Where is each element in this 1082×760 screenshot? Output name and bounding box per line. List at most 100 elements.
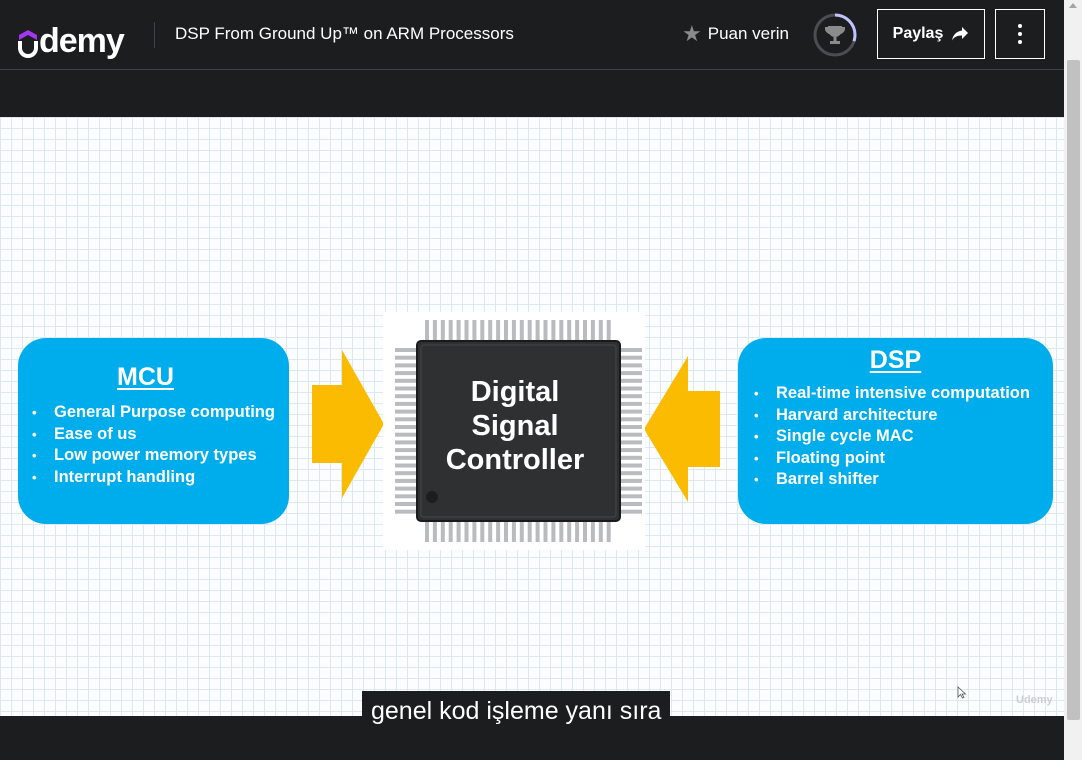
share-arrow-icon <box>952 27 969 41</box>
chip-pin <box>395 386 416 391</box>
chip-pin <box>621 409 642 414</box>
right-arrow-icon <box>312 350 384 498</box>
chip-pin <box>395 363 416 368</box>
chip-pin <box>621 417 642 422</box>
dsp-item: Single cycle MAC <box>754 426 1030 448</box>
chip-pin <box>395 425 416 429</box>
mcu-item: Low power memory types <box>32 445 275 467</box>
chip-pin <box>535 320 540 340</box>
chip-pin <box>621 509 642 514</box>
chip-pin <box>472 320 477 340</box>
chip-pin <box>395 494 416 499</box>
chip-pin <box>527 522 532 542</box>
udemy-watermark: Udemy <box>1016 694 1053 706</box>
chip-pin <box>559 522 564 542</box>
chip-pin <box>575 320 580 340</box>
chip-pin <box>395 378 416 383</box>
chip-pin <box>621 394 642 399</box>
more-options-button[interactable] <box>995 9 1045 59</box>
chip-pin <box>598 522 603 542</box>
share-button[interactable]: Paylaş <box>877 9 985 59</box>
chip-pin <box>456 320 461 340</box>
chip-pin <box>606 320 611 340</box>
chip-pin <box>480 522 485 542</box>
chip-pin <box>621 486 642 491</box>
mcu-item: General Purpose computing <box>32 402 275 424</box>
video-player[interactable]: MCU General Purpose computing Ease of us… <box>0 117 1064 716</box>
chip-pin <box>621 355 642 360</box>
chip-pin <box>621 494 642 499</box>
chip-pin <box>621 386 642 391</box>
dsp-item: Barrel shifter <box>754 469 1030 491</box>
chip-pin <box>590 320 595 340</box>
chip-pin <box>488 320 493 340</box>
chip-pin <box>621 455 642 460</box>
chip-label: Digital Signal Controller <box>385 375 645 477</box>
chip-pin <box>496 522 501 542</box>
share-label: Paylaş <box>892 25 944 42</box>
chip-pin <box>395 432 416 437</box>
chip-pin <box>621 448 642 453</box>
chip-image <box>383 312 645 550</box>
chip-pin <box>456 522 461 542</box>
chip-pin <box>621 463 642 468</box>
scroll-thumb[interactable] <box>1067 60 1080 720</box>
chip-pin <box>496 320 501 340</box>
logo-hat-icon <box>19 30 37 40</box>
chip-pin <box>440 320 445 340</box>
course-title[interactable]: DSP From Ground Up™ on ARM Processors <box>175 24 514 43</box>
rate-label: Puan verin <box>707 24 790 43</box>
mcu-title: MCU <box>117 363 174 391</box>
chip-pin <box>535 522 540 542</box>
chip-pin <box>583 522 587 542</box>
mcu-list: General Purpose computing Ease of us Low… <box>32 402 275 488</box>
chip-pin <box>559 320 564 340</box>
dsp-title: DSP <box>869 346 922 374</box>
scroll-up-icon[interactable] <box>1069 3 1077 8</box>
chip-pin <box>395 478 416 483</box>
chip-pin <box>621 502 642 506</box>
chip-pin <box>621 348 642 352</box>
chip-pin <box>583 320 587 340</box>
chip-pin <box>511 320 516 340</box>
chip-pin <box>504 522 508 542</box>
dsp-item: Floating point <box>754 448 1030 470</box>
progress-trophy[interactable] <box>812 12 858 58</box>
udemy-logo[interactable]: udemy demy <box>18 12 125 58</box>
dsp-list: Real-time intensive computation Harvard … <box>754 383 1030 491</box>
chip-pin <box>621 378 642 383</box>
chip-pin <box>395 502 416 506</box>
chip-pin <box>598 320 603 340</box>
logo-mark <box>18 30 38 58</box>
chip-pin <box>621 371 642 376</box>
trophy-icon <box>825 26 845 44</box>
chip-pin <box>395 471 416 476</box>
dsp-item: Real-time intensive computation <box>754 383 1030 405</box>
chip-pin <box>432 320 437 340</box>
rate-button[interactable]: ★ Puan verin <box>682 23 790 45</box>
more-vertical-icon <box>1018 24 1022 44</box>
chip-pin <box>395 509 416 514</box>
header: udemy demy DSP From Ground Up™ on ARM Pr… <box>0 0 1064 70</box>
chip-pin <box>395 371 416 376</box>
dsp-box: DSP Real-time intensive computation Harv… <box>738 338 1053 524</box>
chip-pin <box>395 348 416 352</box>
chip-pin <box>395 463 416 468</box>
chip-label-line: Digital <box>470 376 560 408</box>
subtitle-caption: genel kod işleme yanı sıra <box>362 691 671 731</box>
chip-pin <box>590 522 595 542</box>
chip-pin <box>621 401 642 406</box>
chip-pin <box>395 417 416 422</box>
chip-pin <box>519 522 524 542</box>
left-arrow-icon <box>644 356 720 502</box>
chip-pin <box>395 394 416 399</box>
chip-pin <box>621 478 642 483</box>
chip-pin <box>395 486 416 491</box>
chip-pin <box>395 355 416 360</box>
chip-pin <box>551 320 556 340</box>
chip-pin <box>504 320 508 340</box>
chip-pin <box>425 522 429 542</box>
chip-pin <box>567 522 572 542</box>
page-scrollbar[interactable] <box>1064 0 1082 760</box>
dsp-item: Harvard architecture <box>754 405 1030 427</box>
